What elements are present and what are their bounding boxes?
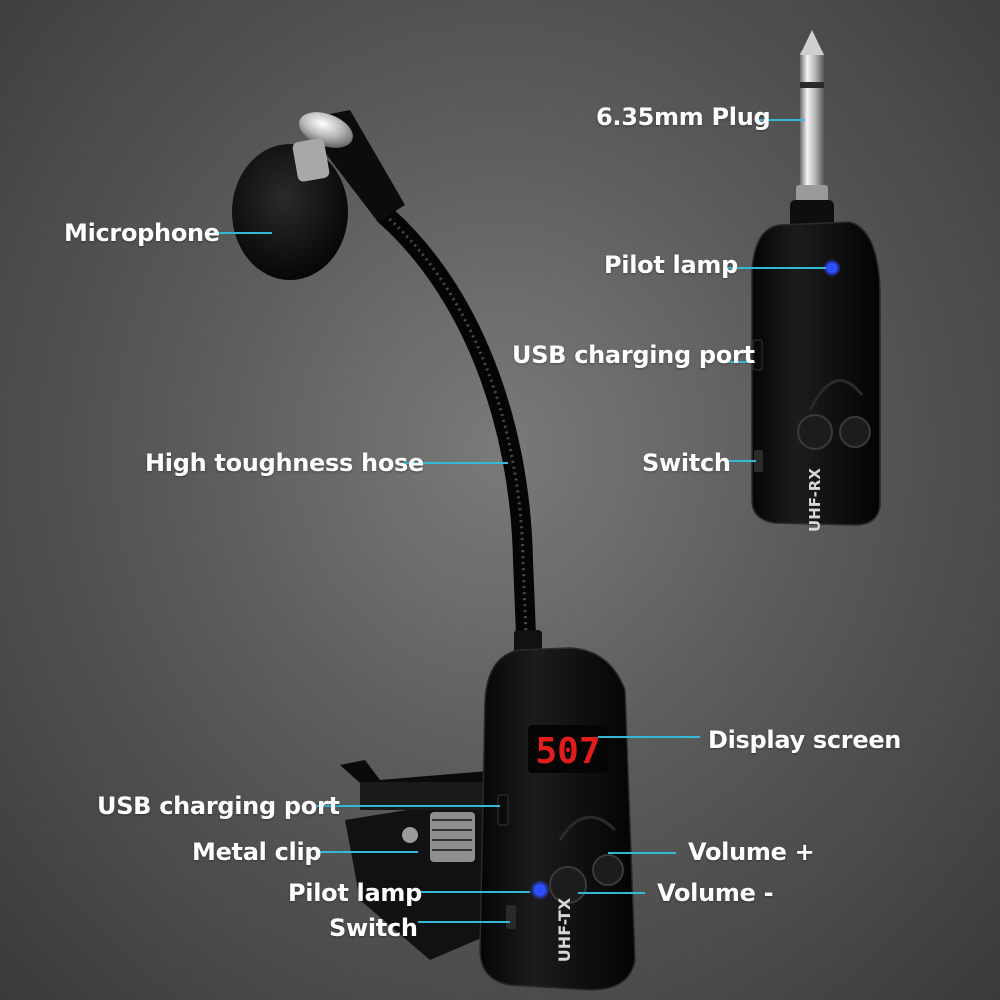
label-switch-receiver: Switch (642, 449, 731, 477)
label-volume-plus: Volume + (688, 838, 815, 866)
label-usb-charging-port-receiver: USB charging port (512, 341, 755, 369)
volume-plus-button (592, 854, 624, 886)
transmitter-switch (506, 905, 516, 929)
receiver-unit: UHF-RX (751, 30, 881, 532)
display-readout: 507 (535, 731, 600, 772)
hose-highlight (384, 213, 529, 661)
gooseneck-microphone (232, 110, 542, 670)
label-display-screen: Display screen (708, 726, 902, 754)
transmitter-unit: 507 UHF-TX (479, 647, 636, 991)
leader-lines (213, 119, 826, 923)
volume-minus-button (549, 866, 587, 904)
label-switch-transmitter: Switch (329, 914, 418, 942)
mic-metal-cap (299, 112, 353, 148)
plug-tip (800, 30, 824, 55)
transmitter-usb-port (497, 794, 509, 826)
label-plug: 6.35mm Plug (596, 103, 771, 131)
transmitter-brand: UHF-TX (555, 897, 574, 962)
label-volume-minus: Volume - (657, 879, 774, 907)
display-window (528, 725, 608, 773)
foam-windscreen (232, 144, 348, 280)
receiver-button-ring (808, 379, 864, 411)
label-pilot-lamp-receiver: Pilot lamp (604, 251, 738, 279)
plug-shaft (800, 50, 824, 195)
label-high-toughness-hose: High toughness hose (145, 449, 424, 477)
button-ring (558, 815, 617, 841)
label-microphone: Microphone (64, 219, 220, 247)
label-metal-clip: Metal clip (192, 838, 322, 866)
hose (375, 205, 537, 670)
label-usb-charging-port-transmitter: USB charging port (97, 792, 340, 820)
label-pilot-lamp-transmitter: Pilot lamp (288, 879, 422, 907)
receiver-usb-port (752, 339, 763, 371)
receiver-brand: UHF-RX (806, 468, 824, 532)
clip-spring (430, 812, 475, 862)
receiver-switch (754, 450, 763, 472)
metal-clip-assembly (340, 760, 500, 960)
receiver-body (751, 221, 881, 526)
